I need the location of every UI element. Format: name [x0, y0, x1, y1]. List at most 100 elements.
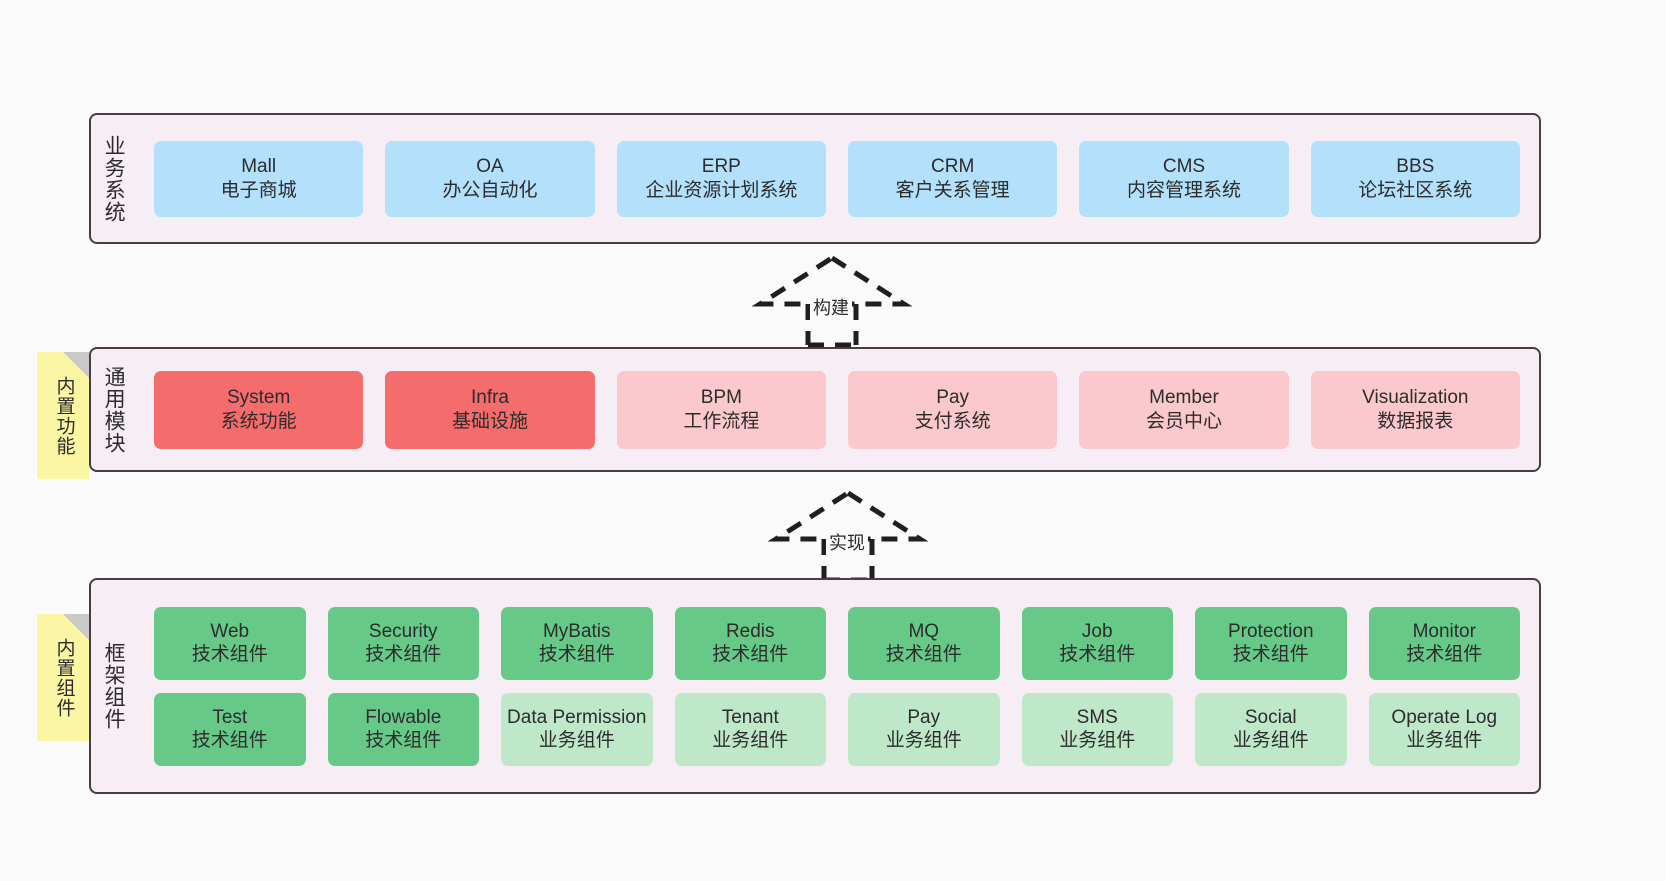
card-mybatis[interactable]: MyBatis 技术组件 [501, 606, 653, 680]
card-subtitle: 基础设施 [451, 410, 528, 432]
card-web[interactable]: Web 技术组件 [154, 606, 306, 680]
card-crm[interactable]: CRM 客户关系管理 [847, 140, 1058, 217]
card-title: Member [1149, 387, 1219, 409]
card-title: Operate Log [1391, 706, 1498, 728]
layer-framework-components: 框架组件 Web 技术组件 Security 技术组件 MyBatis 技术组件… [89, 578, 1541, 794]
card-cms[interactable]: CMS 内容管理系统 [1079, 140, 1289, 217]
card-title: ERP [701, 156, 741, 178]
framework-tech-row: Web 技术组件 Security 技术组件 MyBatis 技术组件 Redi… [143, 606, 1531, 680]
layer-title-business-systems: 业务系统 [102, 134, 126, 223]
card-social[interactable]: Social 业务组件 [1195, 692, 1347, 766]
card-title: Monitor [1412, 620, 1476, 642]
card-subtitle: 业务组件 [1232, 730, 1309, 751]
card-subtitle: 内容管理系统 [1126, 179, 1241, 201]
card-title: Pay [936, 387, 970, 409]
card-system[interactable]: System 系统功能 [154, 370, 364, 449]
layer-common-modules: 通用模块 System 系统功能 Infra 基础设施 BPM 工作流程 Pay… [89, 347, 1541, 472]
card-subtitle: 业务组件 [1059, 730, 1136, 751]
card-subtitle: 技术组件 [365, 730, 442, 751]
card-subtitle: 业务组件 [712, 730, 789, 751]
card-title: Security [368, 620, 438, 642]
card-title: Social [1244, 706, 1297, 728]
card-title: Mall [241, 156, 277, 178]
card-test[interactable]: Test 技术组件 [154, 692, 306, 766]
card-monitor[interactable]: Monitor 技术组件 [1368, 606, 1520, 680]
card-title: CRM [931, 156, 975, 178]
card-subtitle: 技术组件 [885, 644, 962, 665]
connector-implement: 实现 [767, 487, 929, 583]
card-flowable[interactable]: Flowable 技术组件 [327, 692, 479, 766]
card-pay-component[interactable]: Pay 业务组件 [848, 692, 1000, 766]
card-title: MyBatis [542, 620, 611, 642]
card-title: Redis [725, 620, 775, 642]
card-bbs[interactable]: BBS 论坛社区系统 [1310, 140, 1520, 217]
card-subtitle: 支付系统 [914, 410, 991, 432]
connector-implement-label: 实现 [826, 529, 868, 555]
framework-business-row: Test 技术组件 Flowable 技术组件 Data Permission … [143, 692, 1531, 766]
card-member[interactable]: Member 会员中心 [1079, 370, 1289, 449]
card-subtitle: 企业资源计划系统 [645, 179, 798, 201]
card-title: System [226, 387, 291, 409]
card-subtitle: 技术组件 [538, 644, 615, 665]
card-redis[interactable]: Redis 技术组件 [674, 606, 826, 680]
note-label: 内置组件 [53, 637, 75, 718]
card-erp[interactable]: ERP 企业资源计划系统 [616, 140, 826, 217]
card-title: Visualization [1362, 387, 1469, 409]
card-tenant[interactable]: Tenant 业务组件 [674, 692, 826, 766]
card-subtitle: 办公自动化 [442, 179, 538, 201]
card-subtitle: 数据报表 [1377, 410, 1454, 432]
card-subtitle: 业务组件 [885, 730, 962, 751]
card-title: SMS [1076, 706, 1118, 728]
note-fold-corner-icon [63, 614, 89, 640]
card-subtitle: 业务组件 [1406, 730, 1483, 751]
card-title: Data Permission [507, 706, 647, 728]
card-data-permission[interactable]: Data Permission 业务组件 [501, 692, 653, 766]
card-title: Job [1081, 620, 1113, 642]
note-builtin-features: 内置功能 [37, 352, 89, 479]
business-systems-card-row: Mall 电子商城 OA 办公自动化 ERP 企业资源计划系统 CRM 客户关系… [135, 115, 1539, 242]
card-title: Tenant [721, 706, 779, 728]
layer-title-framework-components: 框架组件 [102, 642, 126, 730]
card-subtitle: 论坛社区系统 [1358, 179, 1473, 201]
build-arrow-icon [751, 255, 913, 348]
card-infra[interactable]: Infra 基础设施 [385, 370, 595, 449]
card-visualization[interactable]: Visualization 数据报表 [1310, 370, 1520, 449]
card-title: BBS [1396, 156, 1435, 178]
card-title: Test [212, 706, 248, 728]
common-modules-card-row: System 系统功能 Infra 基础设施 BPM 工作流程 Pay 支付系统… [135, 349, 1539, 470]
card-oa[interactable]: OA 办公自动化 [385, 140, 595, 217]
card-security[interactable]: Security 技术组件 [327, 606, 479, 680]
layer-business-systems: 业务系统 Mall 电子商城 OA 办公自动化 ERP 企业资源计划系统 CRM… [89, 113, 1541, 244]
card-protection[interactable]: Protection 技术组件 [1195, 606, 1347, 680]
card-bpm[interactable]: BPM 工作流程 [616, 370, 826, 449]
card-subtitle: 技术组件 [191, 730, 268, 751]
card-title: Infra [470, 387, 509, 409]
card-title: Pay [907, 706, 941, 728]
card-pay-module[interactable]: Pay 支付系统 [847, 370, 1058, 449]
card-sms[interactable]: SMS 业务组件 [1021, 692, 1173, 766]
card-operate-log[interactable]: Operate Log 业务组件 [1368, 692, 1520, 766]
note-builtin-components: 内置组件 [37, 614, 89, 741]
card-title: Protection [1227, 620, 1314, 642]
card-subtitle: 客户关系管理 [895, 179, 1010, 201]
card-subtitle: 技术组件 [365, 644, 442, 665]
card-subtitle: 技术组件 [712, 644, 789, 665]
card-title: OA [476, 156, 504, 178]
card-title: BPM [700, 387, 742, 409]
note-label: 内置功能 [53, 375, 75, 456]
card-mq[interactable]: MQ 技术组件 [848, 606, 1000, 680]
card-subtitle: 技术组件 [191, 644, 268, 665]
connector-build: 构建 [751, 252, 913, 348]
card-subtitle: 电子商城 [220, 179, 297, 201]
connector-build-label: 构建 [810, 294, 852, 320]
card-title: CMS [1162, 156, 1206, 178]
card-title: MQ [908, 620, 940, 642]
card-mall[interactable]: Mall 电子商城 [154, 140, 364, 217]
card-subtitle: 系统功能 [220, 410, 297, 432]
card-job[interactable]: Job 技术组件 [1021, 606, 1173, 680]
card-title: Web [210, 620, 250, 642]
framework-components-rows: Web 技术组件 Security 技术组件 MyBatis 技术组件 Redi… [135, 580, 1539, 792]
card-subtitle: 工作流程 [683, 410, 760, 432]
card-subtitle: 业务组件 [538, 730, 615, 751]
card-subtitle: 技术组件 [1406, 644, 1483, 665]
